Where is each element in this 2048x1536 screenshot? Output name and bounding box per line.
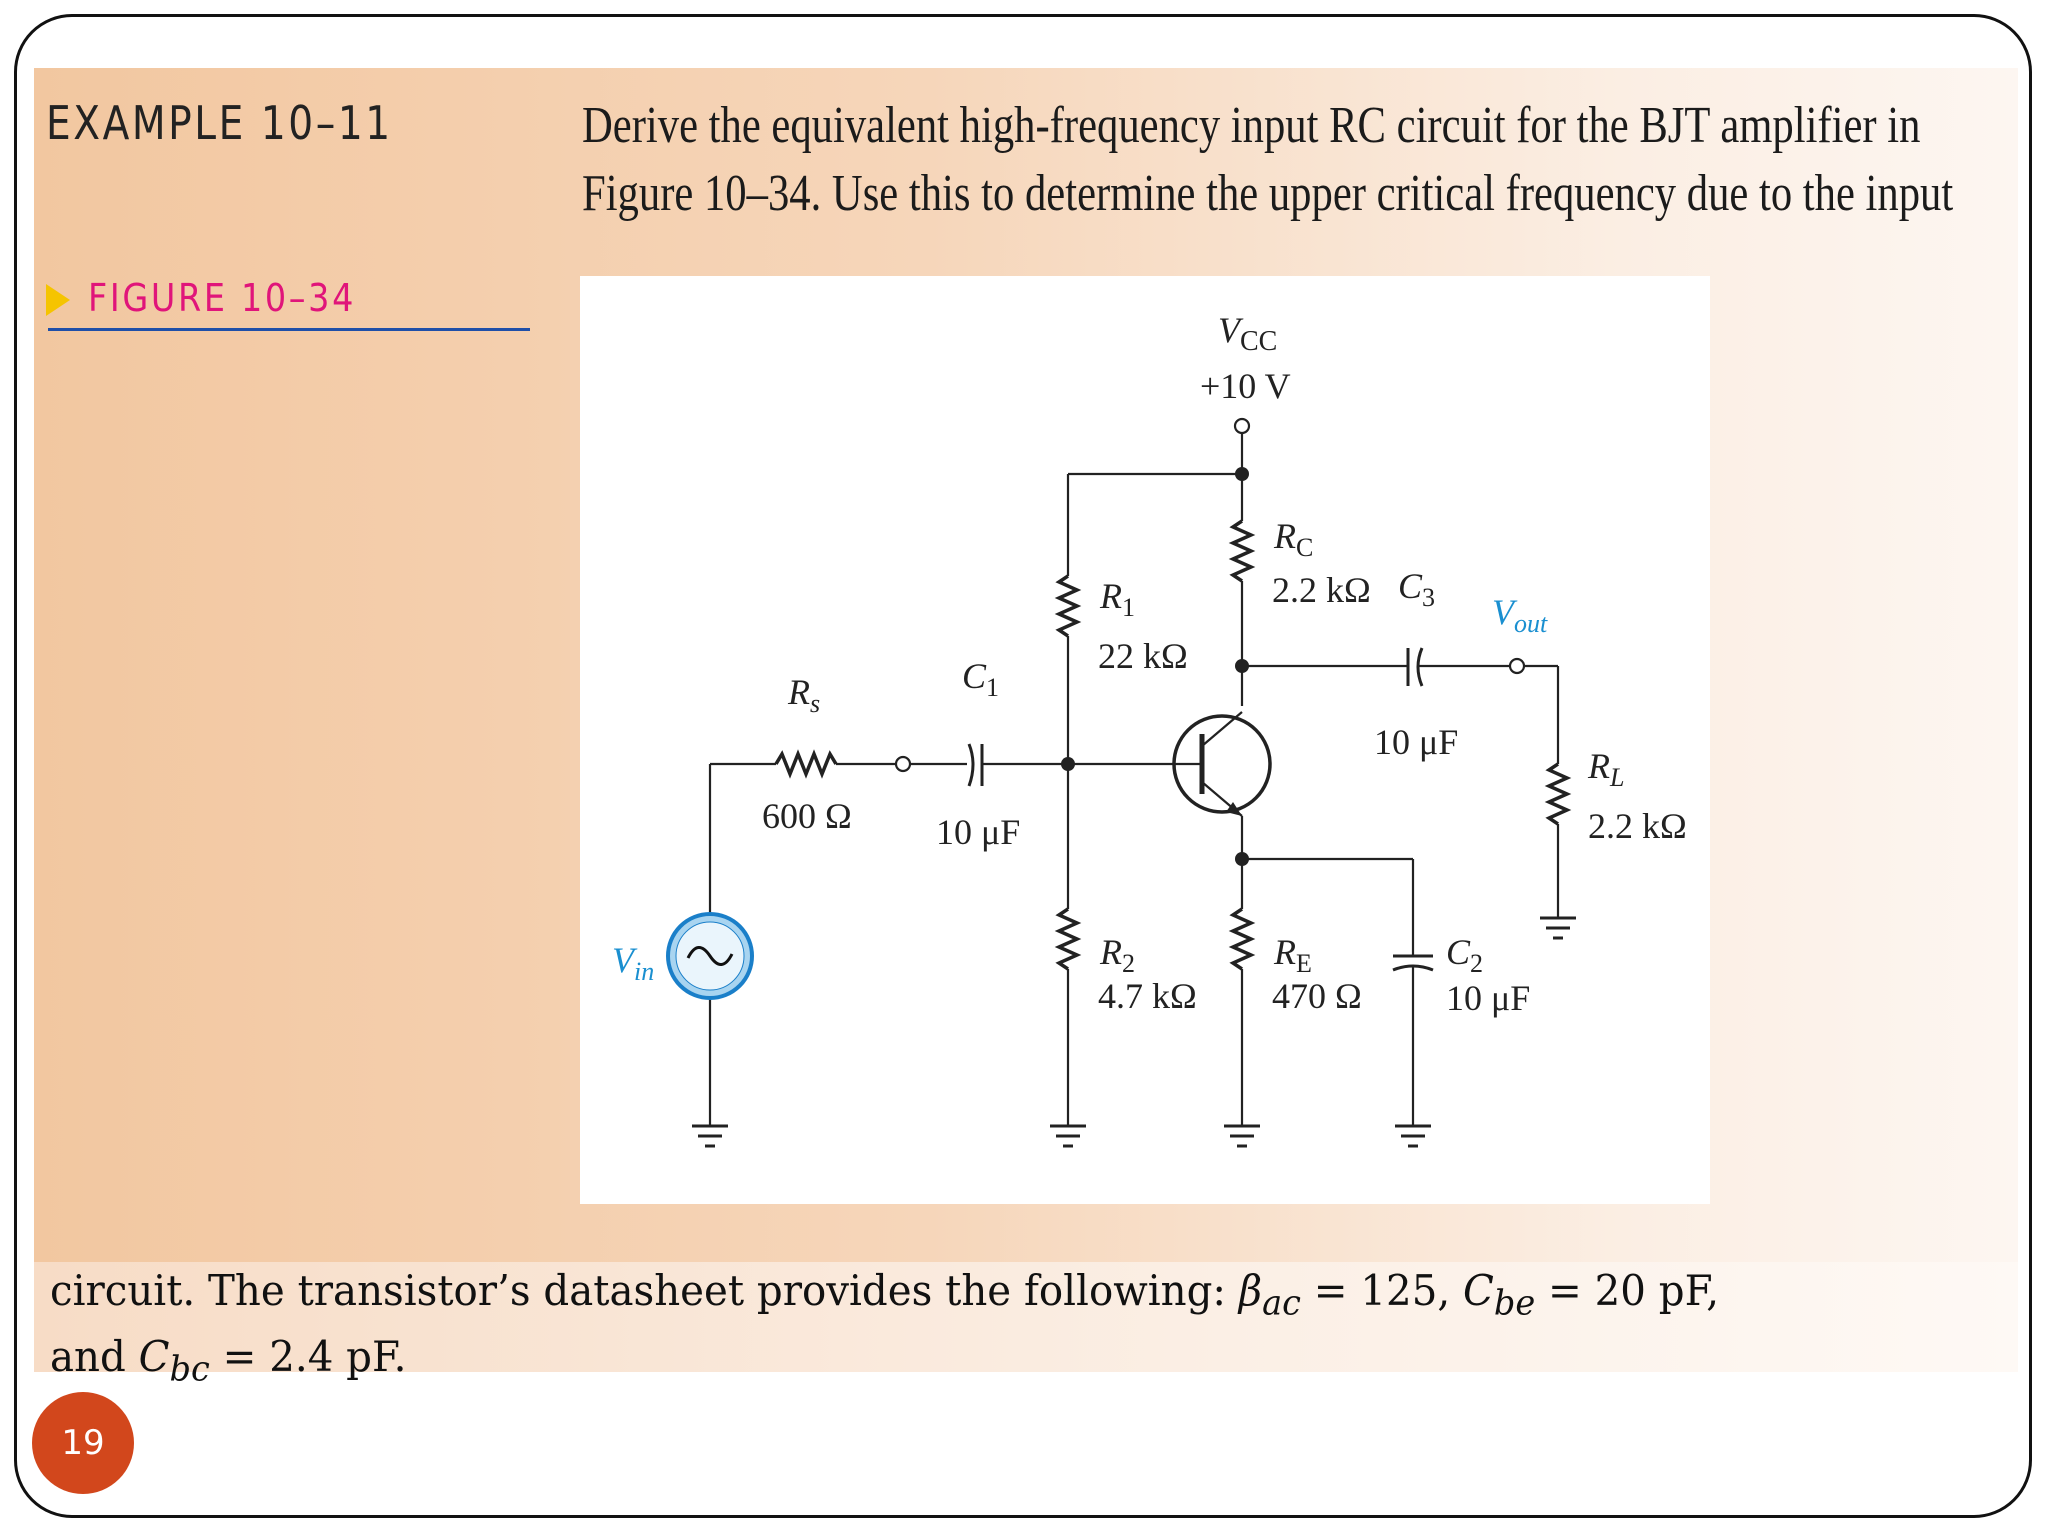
problem-line-1: Derive the equivalent high-frequency inp… (582, 97, 1921, 154)
example-title: EXAMPLE 10–11 (46, 96, 393, 150)
rl-value: 2.2 kΩ (1588, 806, 1687, 846)
circuit-figure: VCC +10 V R1 22 kΩ R2 4.7 kΩ RC 2.2 kΩ R… (580, 276, 1710, 1204)
rl-label: RL (1587, 746, 1624, 792)
caption-line-1: circuit. The transistor’s datasheet prov… (50, 1266, 1720, 1324)
c1-value: 10 μF (936, 812, 1020, 852)
problem-line-2: Figure 10–34. Use this to determine the … (582, 165, 1954, 222)
c3-value: 10 μF (1374, 722, 1458, 762)
rs-resistor (774, 749, 838, 779)
slide-frame (14, 14, 2032, 1518)
r1-label: R1 (1099, 576, 1135, 622)
rc-label: RC (1273, 516, 1313, 562)
triangle-arrow-icon (46, 284, 70, 316)
c3-label: C3 (1398, 566, 1435, 612)
r2-value: 4.7 kΩ (1098, 976, 1197, 1016)
c2-label: C2 (1446, 932, 1483, 978)
rc-resistor (1228, 519, 1256, 583)
circuit-diagram: VCC +10 V R1 22 kΩ R2 4.7 kΩ RC 2.2 kΩ R… (612, 310, 1687, 1148)
vcc-terminal (1233, 417, 1251, 435)
figure-label: FIGURE 10–34 (88, 276, 356, 320)
vcc-label: VCC (1218, 310, 1277, 357)
caption-text: circuit. The transistor’s datasheet prov… (50, 1264, 1719, 1397)
ground-icon (692, 1124, 728, 1148)
ground-icon (1224, 1124, 1260, 1148)
c2-value: 10 μF (1446, 978, 1530, 1018)
vin-label: Vin (612, 940, 654, 986)
re-label: RE (1273, 932, 1312, 978)
re-resistor (1228, 907, 1256, 971)
vout-label: Vout (1492, 592, 1548, 638)
r2-resistor (1054, 907, 1082, 971)
problem-statement: Derive the equivalent high-frequency inp… (582, 92, 1954, 228)
rs-value: 600 Ω (762, 796, 852, 836)
caption-background (34, 1262, 2018, 1372)
vin-terminal (894, 755, 912, 773)
c1-label: C1 (962, 656, 999, 702)
caption-line-2: and Cbc = 2.4 pF. (50, 1332, 407, 1390)
figure-label-rule (48, 328, 530, 331)
r2-label: R2 (1099, 932, 1135, 978)
page-number-badge: 19 (32, 1392, 134, 1494)
vout-terminal (1508, 657, 1526, 675)
ground-icon (1540, 916, 1576, 940)
r1-resistor (1054, 574, 1082, 638)
vcc-value: +10 V (1200, 366, 1291, 406)
re-value: 470 Ω (1272, 976, 1362, 1016)
ground-icon (1050, 1124, 1086, 1148)
rs-label: Rs (787, 672, 820, 718)
ground-icon (1395, 1124, 1431, 1148)
rl-resistor (1544, 762, 1572, 826)
rc-value: 2.2 kΩ (1272, 570, 1371, 610)
r1-value: 22 kΩ (1098, 636, 1188, 676)
page-number: 19 (61, 1423, 105, 1463)
